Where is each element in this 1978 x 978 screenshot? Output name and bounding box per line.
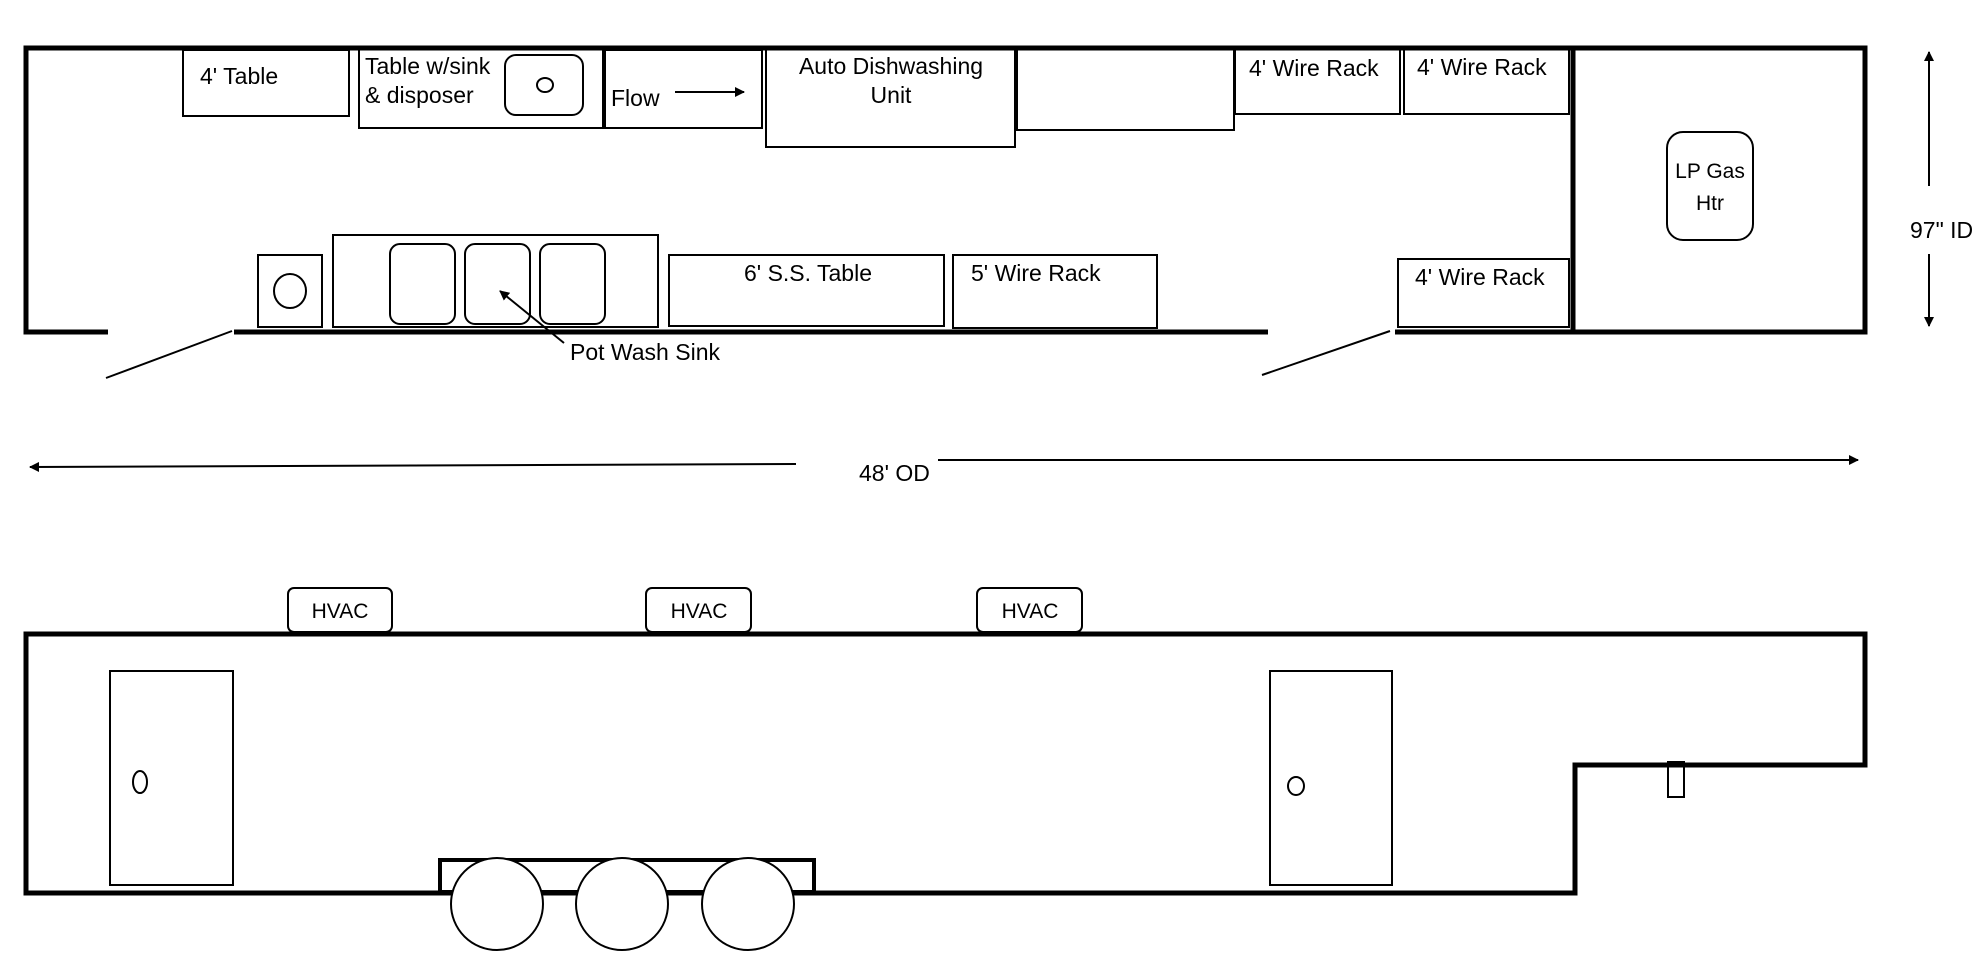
table-4ft: 4' Table [182, 49, 350, 117]
wheel-2-icon [575, 857, 669, 951]
side-elevation: HVAC HVAC HVAC [23, 587, 1868, 951]
dishwasher-label-line2: Unit [871, 82, 913, 108]
length-arrow-left [29, 461, 797, 472]
hvac-unit-3-label: HVAC [1002, 600, 1059, 623]
unlabeled-counter [1016, 47, 1235, 131]
ss-table-6ft: 6' S.S. Table [668, 254, 945, 327]
wire-rack-top-2: 4' Wire Rack [1403, 47, 1570, 115]
table-4ft-label: 4' Table [200, 63, 278, 89]
table-sink-label-line1: Table w/sink [365, 53, 491, 79]
hand-sink [257, 254, 323, 328]
door-handle-left-icon [132, 770, 148, 794]
lp-label-line1: LP Gas [1675, 160, 1745, 183]
pot-wash-pointer-arrow [499, 290, 565, 344]
elevation-door-right [1269, 670, 1393, 886]
hvac-unit-3: HVAC [976, 587, 1083, 633]
plan-door-left-swing [105, 330, 233, 379]
hvac-unit-2-label: HVAC [671, 600, 728, 623]
hand-sink-bowl-icon [273, 273, 307, 309]
dimension-width: 97" ID [1910, 51, 1973, 327]
sink-compartment-3 [539, 243, 606, 325]
table-with-sink: Table w/sink & disposer [358, 47, 604, 129]
dishwasher-label-line1: Auto Dishwashing [799, 53, 983, 79]
sink-compartment-2 [464, 243, 531, 325]
sink-basin-icon [504, 54, 584, 116]
auto-dishwashing-unit: Auto Dishwashing Unit [765, 47, 1016, 148]
wire-rack-top-1-label: 4' Wire Rack [1249, 55, 1379, 81]
width-dimension-label: 97" ID [1910, 217, 1973, 243]
wheel-1-icon [450, 857, 544, 951]
door-handle-right-icon [1287, 776, 1305, 796]
sink-compartment-1 [389, 243, 456, 325]
wire-rack-5ft: 5' Wire Rack [952, 254, 1158, 329]
hvac-unit-2: HVAC [645, 587, 752, 633]
plan-outer-wall [23, 45, 1868, 335]
wire-rack-top-1: 4' Wire Rack [1234, 47, 1401, 115]
dimension-length: 48' OD [29, 455, 1859, 486]
floor-plan: 4' Table Table w/sink & disposer Flow Au… [23, 45, 1868, 379]
wire-rack-5ft-label: 5' Wire Rack [971, 260, 1101, 286]
wire-rack-lower: 4' Wire Rack [1397, 258, 1570, 328]
kingpin-hitch [1667, 761, 1685, 798]
lp-label-line2: Htr [1696, 192, 1724, 215]
ss-table-6ft-label: 6' S.S. Table [744, 260, 872, 286]
drain-icon [536, 77, 554, 93]
elevation-door-left [109, 670, 234, 886]
pot-wash-sink: Pot Wash Sink [332, 234, 720, 365]
flow-label: Flow [611, 85, 660, 111]
pot-wash-sink-label: Pot Wash Sink [570, 339, 720, 365]
flow-indicator: Flow [604, 49, 763, 129]
wheel-3-icon [701, 857, 795, 951]
length-dimension-label: 48' OD [859, 460, 930, 486]
hvac-unit-1: HVAC [287, 587, 393, 633]
wire-rack-top-2-label: 4' Wire Rack [1417, 54, 1547, 80]
hvac-unit-1-label: HVAC [312, 600, 369, 623]
wire-rack-lower-label: 4' Wire Rack [1415, 264, 1545, 290]
trailer-body-outline [23, 631, 1868, 896]
table-sink-label-line2: & disposer [365, 82, 474, 108]
plan-door-right-swing [1261, 330, 1391, 376]
lp-gas-heater: LP Gas Htr [1666, 131, 1754, 241]
